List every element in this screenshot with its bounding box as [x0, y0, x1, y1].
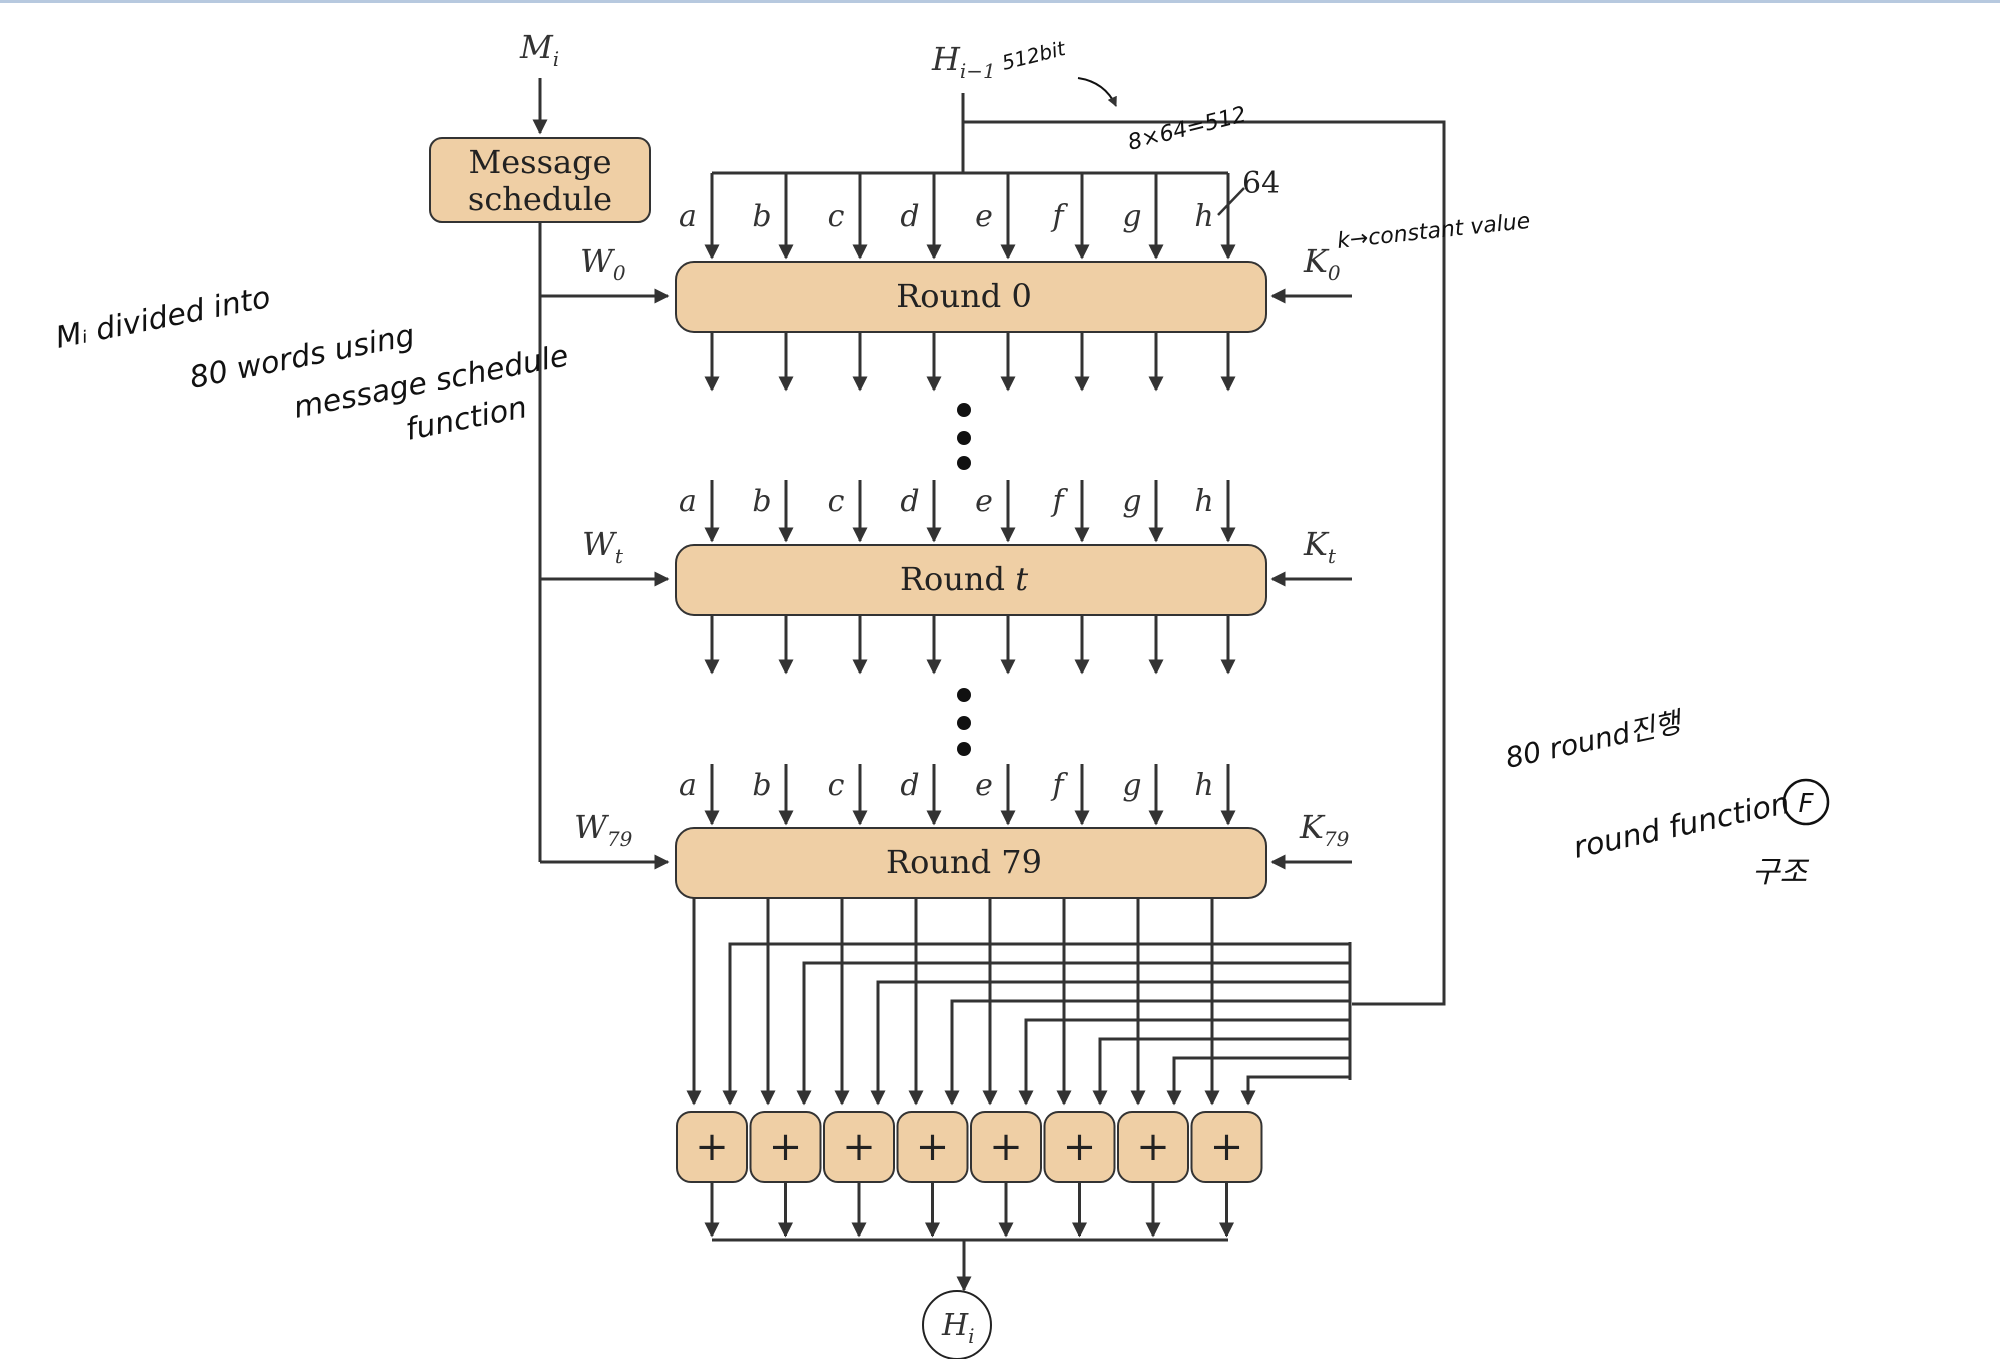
w0-label: W0: [580, 242, 626, 285]
hi-output-circle: [922, 1290, 992, 1359]
feedforward-wire-6: [1166, 1056, 1350, 1106]
adder-plus: +: [989, 1124, 1023, 1170]
message-schedule-line2: schedule: [468, 180, 612, 218]
feedforward-wire-5: [1092, 1037, 1350, 1106]
feedforward-wire-0: [722, 942, 1350, 1106]
feedforward-line: [963, 120, 1446, 1006]
register-label: b: [752, 199, 771, 234]
register-label: a: [679, 199, 697, 234]
message-schedule-line1: Message: [468, 143, 611, 181]
register-label: f: [1050, 484, 1068, 519]
k79-label: K79: [1299, 808, 1350, 851]
adder-row: + + + + + + + +: [676, 1111, 1263, 1238]
round-79-label: Round 79: [886, 843, 1042, 881]
feedforward-wire-1: [796, 961, 1350, 1106]
feedforward-wire-2: [870, 980, 1350, 1106]
ellipsis-dots-2: [957, 688, 971, 756]
round-0-label: Round 0: [896, 277, 1032, 315]
register-label: d: [900, 199, 919, 234]
register-label: g: [1122, 768, 1141, 803]
width-tick: [1217, 187, 1245, 216]
kt-label: Kt: [1303, 525, 1337, 568]
register-label: f: [1050, 768, 1068, 803]
register-label: g: [1122, 484, 1141, 519]
adder-plus: +: [842, 1124, 876, 1170]
register-label: b: [752, 484, 771, 519]
round-79-box: [675, 827, 1267, 899]
register-label: h: [1194, 484, 1213, 519]
f-circle-icon: [1782, 778, 1830, 826]
window-top-border: [0, 0, 2000, 3]
width-label: 64: [1242, 166, 1280, 201]
register-label: d: [900, 484, 919, 519]
register-label: c: [828, 768, 845, 803]
note-8x64: 8×64=512: [1125, 102, 1248, 155]
register-label: h: [1194, 768, 1213, 803]
adder-plus: +: [1063, 1124, 1097, 1170]
note-round-function: round function: [1570, 786, 1792, 866]
note-arrow: [1077, 77, 1117, 107]
note-512bit: 512bit: [999, 36, 1068, 75]
adder-plus: +: [1210, 1124, 1244, 1170]
register-label: a: [679, 484, 697, 519]
note-constant: k→constant value: [1336, 209, 1531, 254]
note-f-symbol: F: [1799, 789, 1815, 819]
w79-label: W79: [574, 808, 633, 851]
adder-plus: +: [695, 1124, 729, 1170]
round-t-box: [675, 544, 1267, 616]
register-label: b: [752, 768, 771, 803]
register-label: e: [975, 768, 993, 803]
k0-label: K0: [1303, 242, 1341, 285]
adder-plus: +: [916, 1124, 950, 1170]
hi-output-label: Hi: [941, 1308, 975, 1348]
ellipsis-dots-1: [957, 403, 971, 470]
register-label: c: [828, 484, 845, 519]
mi-label: Mi: [519, 28, 559, 71]
note-mi-line1: Mᵢ divided into: [53, 280, 273, 356]
h-prev-label: Hi−1: [931, 40, 996, 83]
adder-plus: +: [769, 1124, 803, 1170]
feedforward-wire-4: [1018, 1018, 1350, 1106]
register-label: c: [828, 199, 845, 234]
wt-label: Wt: [582, 525, 624, 568]
register-label: f: [1050, 199, 1068, 234]
register-rows: a b c d e f g h a b c d e f g h a b c d e f g h: [679, 173, 1236, 826]
register-label: d: [900, 768, 919, 803]
register-label: g: [1122, 199, 1141, 234]
register-label: a: [679, 768, 697, 803]
adder-plus: +: [1136, 1124, 1170, 1170]
note-80-rounds: 80 round진행: [1503, 705, 1687, 775]
register-label: h: [1194, 199, 1213, 234]
feedforward-wire-3: [944, 999, 1350, 1106]
round-t-label: Round t: [900, 560, 1028, 598]
register-label: e: [975, 199, 993, 234]
feedforward-wiring: [686, 898, 1352, 1106]
register-label: e: [975, 484, 993, 519]
note-structure: 구조: [1752, 855, 1810, 890]
feedforward-wire-7: [1240, 1075, 1350, 1106]
round-0-box: [675, 261, 1267, 333]
